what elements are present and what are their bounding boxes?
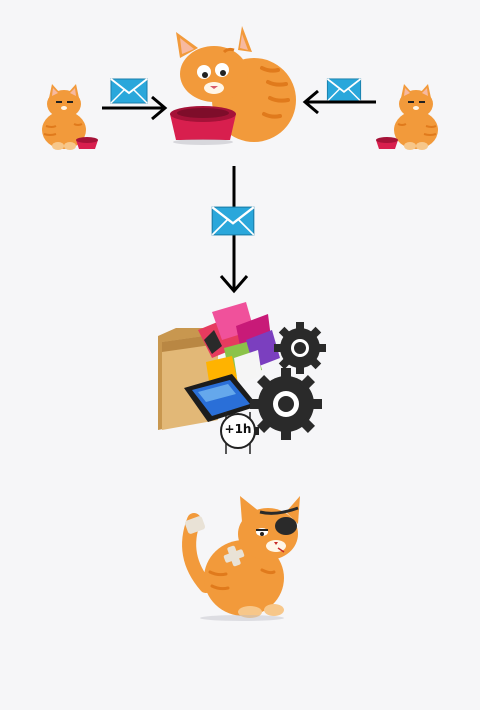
watch-icon xyxy=(220,412,259,454)
smartphone-icon xyxy=(184,374,258,422)
folder-apps-gears-icon xyxy=(158,302,326,454)
watch-label: +1h xyxy=(224,422,252,436)
processing-cluster xyxy=(150,300,330,456)
gear-large-icon xyxy=(250,368,322,440)
arrow-left-icon xyxy=(302,89,376,115)
arrow-right-to-center xyxy=(300,88,378,118)
gear-small-icon xyxy=(274,322,326,374)
cat-with-bowl-icon xyxy=(376,84,438,150)
cat-with-bowl-icon xyxy=(42,84,98,150)
envelope-left xyxy=(110,78,148,104)
cat-eating-from-bowl-icon xyxy=(170,26,296,145)
big-cat-eating xyxy=(164,22,304,152)
arrow-left-to-center xyxy=(100,94,170,124)
envelope-icon xyxy=(326,78,362,102)
injured-cat-icon xyxy=(182,496,300,621)
arrow-right-icon xyxy=(102,95,168,121)
bruised-cat xyxy=(176,492,316,622)
small-cat-right xyxy=(374,84,446,154)
apps-icon xyxy=(198,302,280,388)
envelope-down xyxy=(210,206,256,236)
envelope-icon xyxy=(211,206,255,236)
envelope-icon xyxy=(110,78,148,104)
small-cat-left xyxy=(34,84,104,154)
envelope-right xyxy=(326,78,362,102)
